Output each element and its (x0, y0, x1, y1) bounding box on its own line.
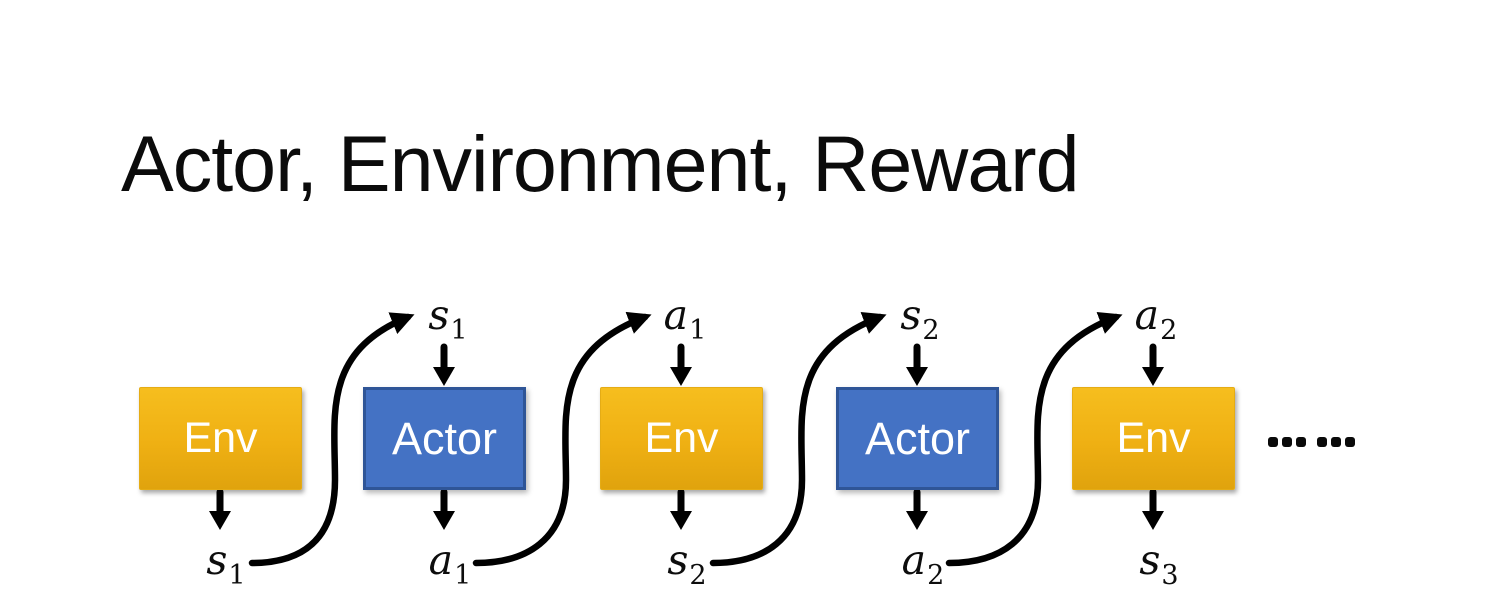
actor-box-1: Actor (363, 387, 526, 490)
bottom-label-a1: a1 (428, 536, 472, 591)
actor-box-1-label: Actor (391, 412, 498, 464)
ellipsis-dot (1296, 437, 1306, 447)
output-arrow-actor-2 (906, 488, 928, 530)
env-box-2: Env (600, 387, 763, 490)
ellipsis-dot (1345, 437, 1355, 447)
output-arrow-actor-1 (433, 488, 455, 530)
input-arrow-env-2 (670, 343, 692, 386)
top-label-s1: s1 (428, 291, 468, 346)
top-label-a1: a1 (663, 291, 707, 346)
output-arrow-env-3 (1142, 488, 1164, 530)
ellipsis-dots (1268, 437, 1359, 447)
env-box-2-label: Env (644, 414, 719, 462)
output-arrow-env-1 (209, 488, 231, 530)
env-box-3-label: Env (1116, 414, 1191, 462)
ellipsis-dot (1268, 437, 1278, 447)
top-label-s2: s2 (900, 291, 940, 346)
input-arrow-actor-2 (906, 343, 928, 386)
input-arrow-actor-1 (433, 343, 455, 386)
input-arrow-env-3 (1142, 343, 1164, 386)
top-label-a2: a2 (1134, 291, 1178, 346)
slide-title: Actor, Environment, Reward (121, 119, 1080, 208)
bottom-label-s1: s1 (206, 536, 246, 591)
bottom-label-s3: s3 (1139, 536, 1179, 591)
bottom-label-a2: a2 (901, 536, 945, 591)
ellipsis-dot (1282, 437, 1292, 447)
bottom-label-s2: s2 (667, 536, 707, 591)
output-arrow-env-2 (670, 488, 692, 530)
ellipsis-dot (1317, 437, 1327, 447)
env-box-1-label: Env (183, 414, 258, 462)
env-box-1: Env (139, 387, 302, 490)
env-box-3: Env (1072, 387, 1235, 490)
ellipsis-dot (1331, 437, 1341, 447)
actor-box-2: Actor (836, 387, 999, 490)
actor-box-2-label: Actor (864, 412, 971, 464)
